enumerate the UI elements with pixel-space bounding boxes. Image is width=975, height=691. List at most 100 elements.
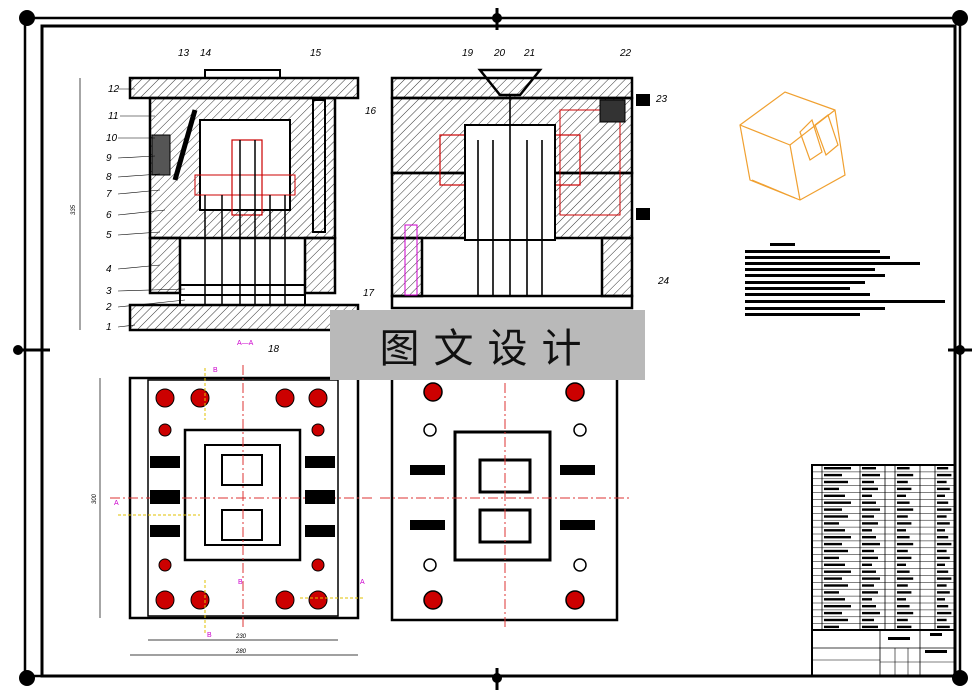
part-label: 6 — [106, 210, 112, 221]
bom-cell-text — [862, 536, 876, 539]
bom-cell-text — [862, 570, 876, 573]
bom-cell-text — [897, 515, 908, 518]
svg-text:22: 22 — [619, 48, 632, 59]
bom-cell-text — [897, 598, 906, 601]
bom-cell-text — [862, 556, 878, 560]
bom-cell-text — [824, 556, 839, 560]
bom-cell-text — [897, 591, 912, 594]
svg-text:15: 15 — [310, 48, 322, 59]
bom-cell-text — [937, 529, 945, 532]
bom-cell-text — [862, 473, 880, 477]
bom-cell-text — [897, 467, 910, 470]
svg-text:17: 17 — [363, 288, 375, 299]
part-label: 5 — [106, 230, 112, 241]
bom-cell-text — [937, 577, 952, 580]
bom-cell-text — [937, 473, 952, 477]
part-label: 1 — [106, 322, 112, 333]
top-labels-left: 13 14 15 16 17 18 A—A — [178, 48, 377, 355]
bom-cell-text — [937, 570, 949, 573]
left-section-view — [79, 69, 360, 332]
bom-cell-text — [862, 577, 880, 580]
bom-cell-text — [824, 480, 848, 484]
bom-cell-text — [862, 508, 880, 511]
isometric-part-icon — [739, 91, 846, 201]
bom-cell-text — [937, 549, 947, 553]
bom-cell-text — [937, 467, 949, 470]
bom-cell-text — [862, 549, 874, 553]
watermark-banner: 图文设计 — [330, 310, 645, 380]
bom-cell-text — [937, 494, 945, 497]
bom-cell-text — [897, 536, 910, 539]
part-label: 10 — [106, 133, 118, 144]
part-label: 4 — [106, 264, 112, 275]
bom-rows — [812, 464, 955, 629]
left-part-labels: 12 11 10 9 8 7 6 5 4 3 2 1 335 — [71, 84, 186, 333]
svg-text:18: 18 — [268, 344, 280, 355]
svg-text:24: 24 — [657, 276, 670, 287]
top-labels-right: 19 20 21 22 23 24 — [462, 48, 670, 287]
bom-cell-text — [824, 536, 851, 539]
bom-cell-text — [897, 542, 914, 546]
bom-cell-text — [862, 487, 878, 491]
bom-cell-text — [824, 501, 851, 504]
bom-cell-text — [824, 549, 848, 553]
bom-cell-text — [862, 625, 878, 629]
part-label: 9 — [106, 153, 112, 164]
right-plan-view — [380, 365, 630, 630]
bom-cell-text — [897, 618, 908, 622]
bom-cell-text — [862, 584, 874, 587]
bom-cell-text — [824, 522, 839, 525]
bom-cell-text — [897, 487, 912, 491]
corner-dot-icon — [19, 10, 35, 26]
watermark-text: 图文设计 — [379, 326, 596, 372]
bom-cell-text — [897, 605, 910, 608]
bom-cell-text — [937, 515, 947, 518]
svg-text:20: 20 — [493, 48, 506, 59]
bom-cell-text — [897, 584, 908, 587]
bom-cell-text — [824, 584, 848, 587]
bom-cell-text — [824, 515, 848, 518]
bom-cell-text — [824, 473, 842, 477]
bom-cell-text — [824, 577, 842, 580]
bom-cell-text — [897, 556, 912, 560]
bom-cell-text — [937, 618, 947, 622]
bom-cell-text — [897, 522, 912, 525]
bom-cell-text — [862, 611, 880, 615]
bom-cell-text — [897, 480, 908, 484]
svg-text:19: 19 — [462, 48, 474, 59]
left-plan-view: A A B B B 230 280 300 — [92, 365, 372, 656]
bom-cell-text — [937, 584, 947, 587]
bom-cell-text — [897, 508, 914, 511]
svg-text:21: 21 — [523, 48, 535, 59]
bom-cell-text — [824, 598, 845, 601]
bom-cell-text — [897, 577, 914, 580]
dimension-outer-width: 280 — [235, 649, 247, 655]
bom-cell-text — [897, 563, 906, 566]
technical-notes — [745, 243, 945, 316]
dimension-plan-height: 300 — [92, 493, 98, 504]
part-label: 12 — [108, 84, 120, 95]
bom-cell-text — [862, 494, 872, 497]
bom-cell-text — [897, 501, 910, 504]
bom-cell-text — [862, 542, 880, 546]
bom-cell-text — [937, 605, 949, 608]
bom-cell-text — [937, 536, 949, 539]
bom-cell-text — [862, 480, 874, 484]
bom-cell-text — [862, 515, 874, 518]
bom-cell-text — [937, 598, 945, 601]
part-label: 2 — [105, 302, 112, 313]
part-label: 11 — [108, 111, 118, 122]
bom-cell-text — [824, 625, 839, 629]
bom-cell-text — [937, 522, 950, 525]
dimension-inner-width: 230 — [235, 634, 247, 640]
bom-cell-text — [824, 618, 848, 622]
bom-cell-text — [862, 605, 876, 608]
bom-cell-text — [824, 494, 845, 497]
part-label: 8 — [106, 172, 112, 183]
bom-cell-text — [824, 605, 851, 608]
bom-cell-text — [937, 487, 950, 491]
svg-text:B: B — [238, 579, 243, 586]
bom-cell-text — [862, 501, 876, 504]
part-label: 3 — [106, 286, 112, 297]
